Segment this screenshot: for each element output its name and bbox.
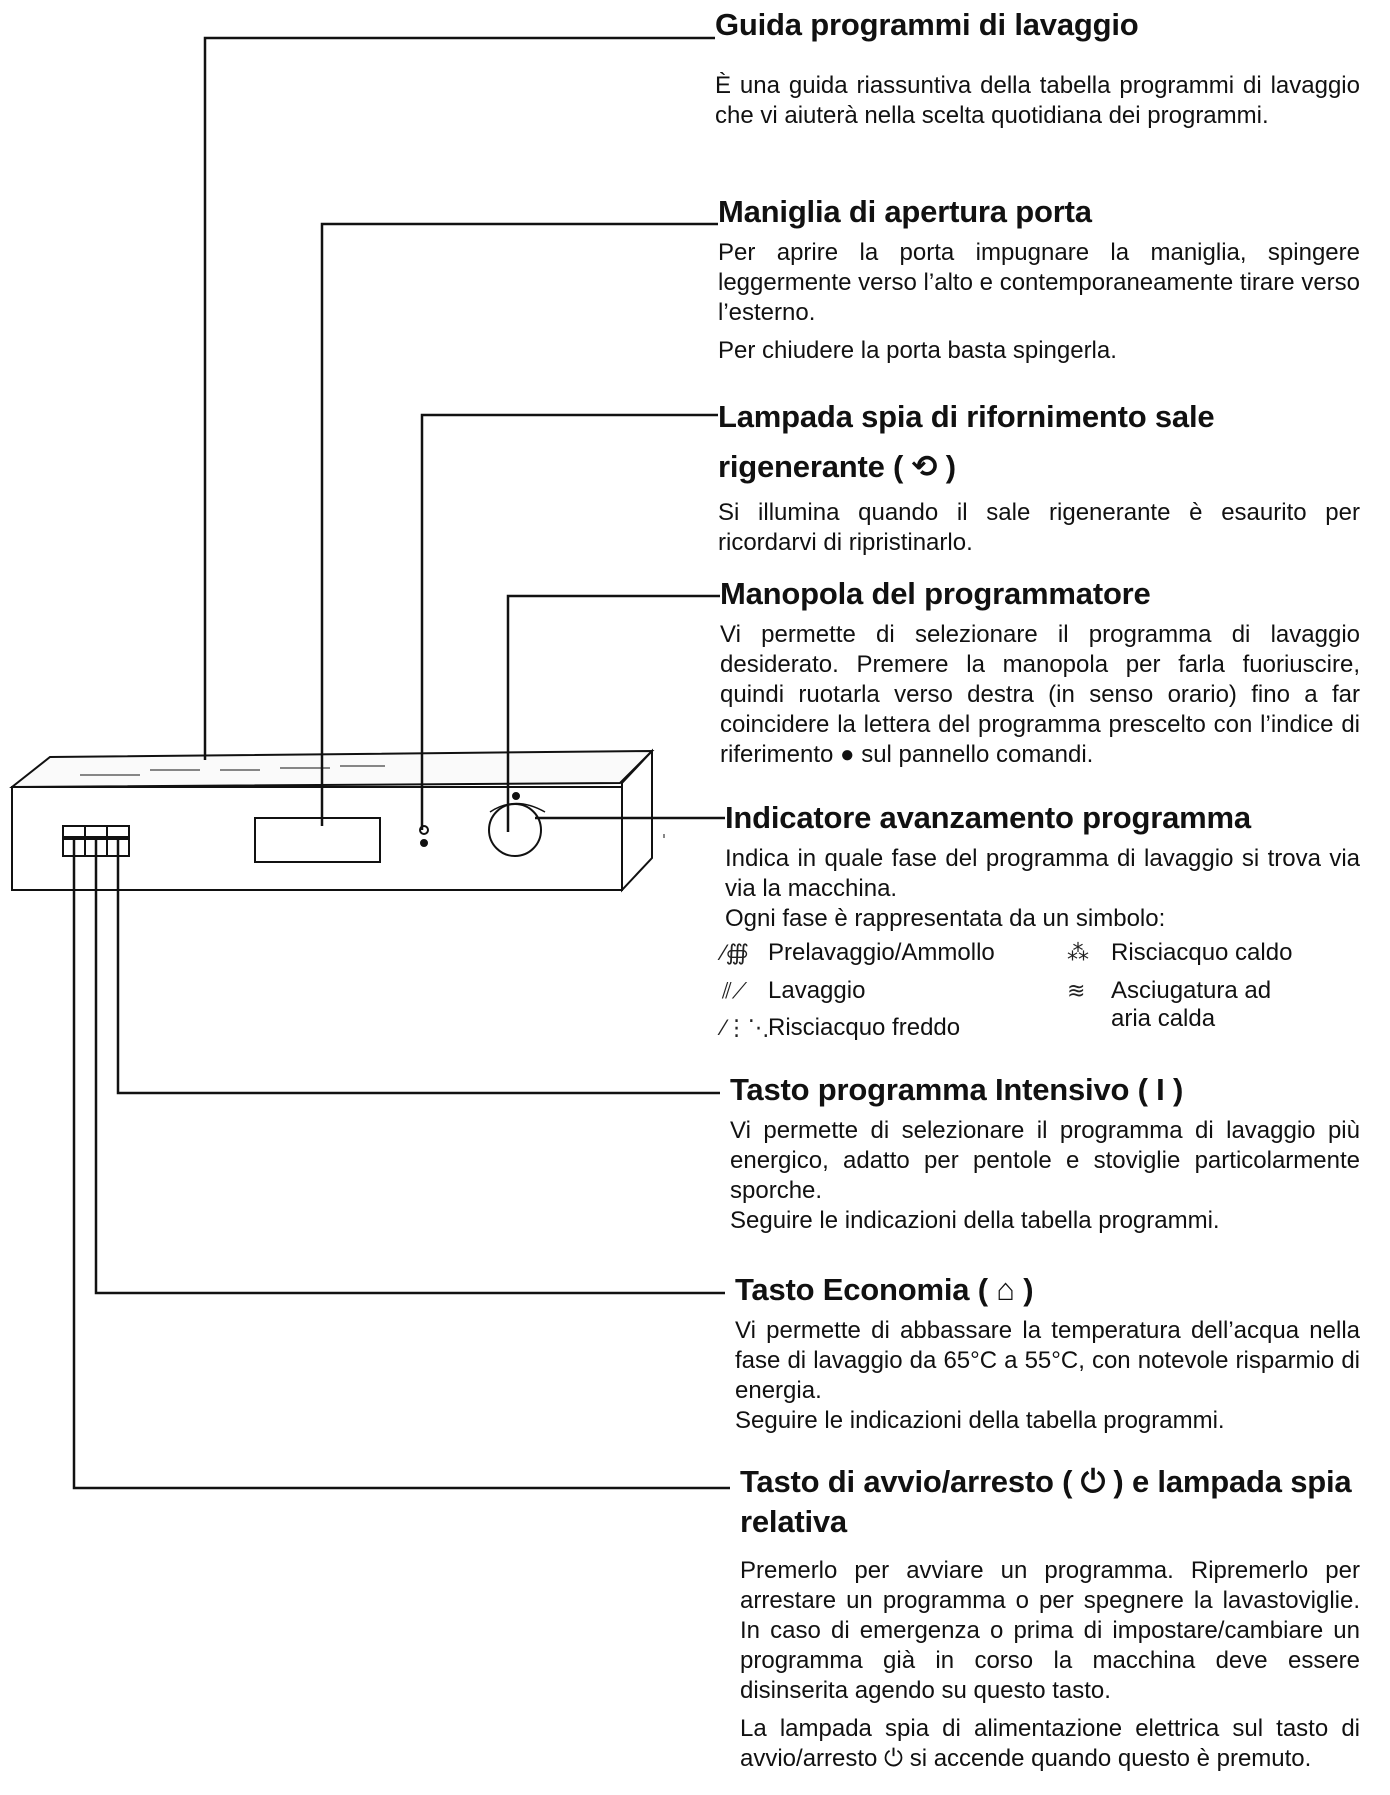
section-title: Manopola del programmatore [720,576,1151,611]
section-title: Tasto di avvio/arresto ( ⏻ ) e lampada s… [740,1464,1352,1539]
section-text: La lampada spia di alimentazione elettri… [740,1715,1360,1772]
section-title: Guida programmi di lavaggio [715,7,1139,42]
section-text: Per aprire la porta impugnare la manigli… [718,239,1360,326]
section-text: Vi permette di selezionare il programma … [730,1117,1360,1204]
section-text: Premerlo per avviare un programma. Ripre… [740,1557,1360,1704]
leader-program-guide [203,36,715,760]
section-program-guide: Guida programmi di lavaggio È una guida … [715,5,1360,131]
section-on-off-button: Tasto di avvio/arresto ( ⏻ ) e lampada s… [740,1462,1360,1774]
section-title: Tasto Economia ( ⌂ ) [735,1272,1034,1307]
salt-indicator-drawing [419,825,429,835]
phase-symbols-legend: ⁄∰ Prelavaggio/Ammollo ⫽⟋ Lavaggio ⁄⋮⋱ R… [722,939,1342,1049]
section-title: Lampada spia di rifornimento sale rigene… [718,399,1215,484]
leader-lines [72,36,730,1490]
cold-rinse-icon: ⁄⋮⋱ [722,1015,770,1040]
section-door-handle: Maniglia di apertura porta Per aprire la… [718,192,1360,366]
section-programmer-knob: Manopola del programmatore Vi permette d… [720,574,1360,770]
leader-salt-indicator [420,413,718,830]
legend-label: Risciacquo caldo [1111,939,1293,966]
program-guide-drawing [254,817,381,863]
section-text: Vi permette di selezionare il programma … [720,621,1360,768]
section-text: Vi permette di abbassare la temperatura … [735,1317,1360,1404]
section-text: Indica in quale fase del programma di la… [725,845,1360,902]
hot-air-drying-icon: ≋ [1067,978,1086,1003]
prewash-icon: ⁄∰ [722,940,749,965]
section-economy-button: Tasto Economia ( ⌂ ) Vi permette di abba… [735,1270,1360,1436]
section-text: Seguire le indicazioni della tabella pro… [730,1207,1220,1234]
legend-label: Risciacquo freddo [768,1014,961,1041]
section-text: È una guida riassuntiva della tabella pr… [715,72,1360,129]
leader-on-off-button [72,838,730,1490]
legend-label: Prelavaggio/Ammollo [768,939,995,966]
section-salt-indicator: Lampada spia di rifornimento sale rigene… [718,392,1360,558]
hot-rinse-icon: ⁂ [1067,940,1089,965]
programmer-knob-drawing [488,803,542,857]
control-panel-drawing [9,748,665,893]
section-text: Si illumina quando il sale rigenerante è… [718,499,1360,556]
section-intensive-button: Tasto programma Intensivo ( I ) Vi perme… [730,1070,1360,1236]
section-text: Per chiudere la porta basta spingerla. [718,337,1117,364]
section-progress-indicator: Indicatore avanzamento programma Indica … [725,798,1360,934]
leader-programmer-knob [506,594,720,832]
leader-intensive-button [116,838,720,1095]
leader-door-handle [320,222,718,826]
legend-label: Lavaggio [768,977,866,1004]
leader-economy-button [94,838,725,1295]
legend-item: ⁄⋮⋱ Risciacquo freddo [722,1014,960,1042]
section-title: Tasto programma Intensivo ( I ) [730,1072,1184,1107]
legend-item: ⁄∰ Prelavaggio/Ammollo [722,939,995,967]
section-title: Maniglia di apertura porta [718,194,1092,229]
section-text: Seguire le indicazioni della tabella pro… [735,1407,1225,1434]
legend-item: ≋ Asciugatura ad aria calda [1067,977,1301,1033]
section-text: Ogni fase è rappresentata da un simbolo: [725,905,1166,932]
legend-item: ⁂ Risciacquo caldo [1067,939,1292,967]
legend-item: ⫽⟋ Lavaggio [722,977,865,1005]
wash-icon: ⫽⟋ [722,978,748,1003]
legend-label: Asciugatura ad aria calda [1111,977,1272,1032]
section-title: Indicatore avanzamento programma [725,800,1251,835]
